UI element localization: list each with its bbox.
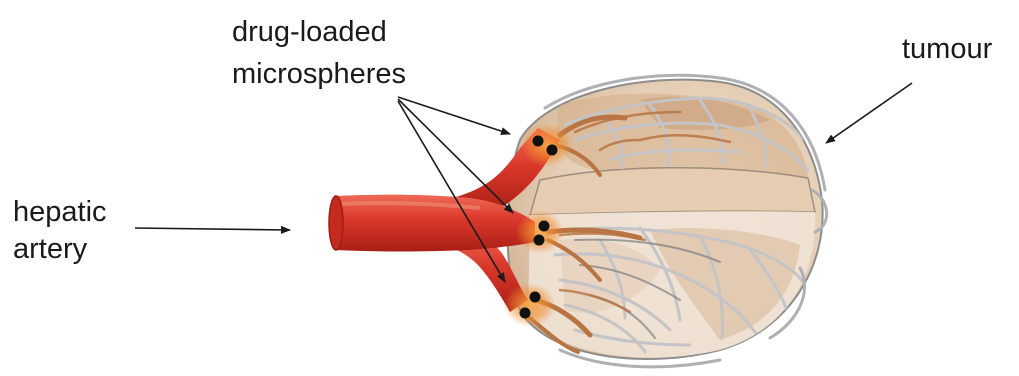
section-plane xyxy=(530,168,815,215)
microsphere-dot xyxy=(539,221,550,232)
arrow-hepatic-artery xyxy=(135,228,290,230)
microsphere-dot xyxy=(533,136,544,147)
arrow-tumour xyxy=(826,83,912,143)
microsphere-dot xyxy=(530,292,541,303)
label-tumour: tumour xyxy=(902,33,993,65)
artery-lumen xyxy=(329,196,343,250)
microsphere-dot xyxy=(547,145,558,156)
microsphere-cluster-middle xyxy=(516,210,564,254)
microsphere-dot xyxy=(534,235,545,246)
microsphere-cluster-upper xyxy=(521,123,573,167)
label-microspheres-line1: drug-loaded xyxy=(232,16,387,48)
microsphere-cluster-lower xyxy=(504,283,556,327)
label-artery-line1: hepatic xyxy=(13,196,107,228)
label-artery-line2: artery xyxy=(13,233,88,265)
label-microspheres-line2: microspheres xyxy=(232,58,406,90)
microsphere-dot xyxy=(520,308,531,319)
